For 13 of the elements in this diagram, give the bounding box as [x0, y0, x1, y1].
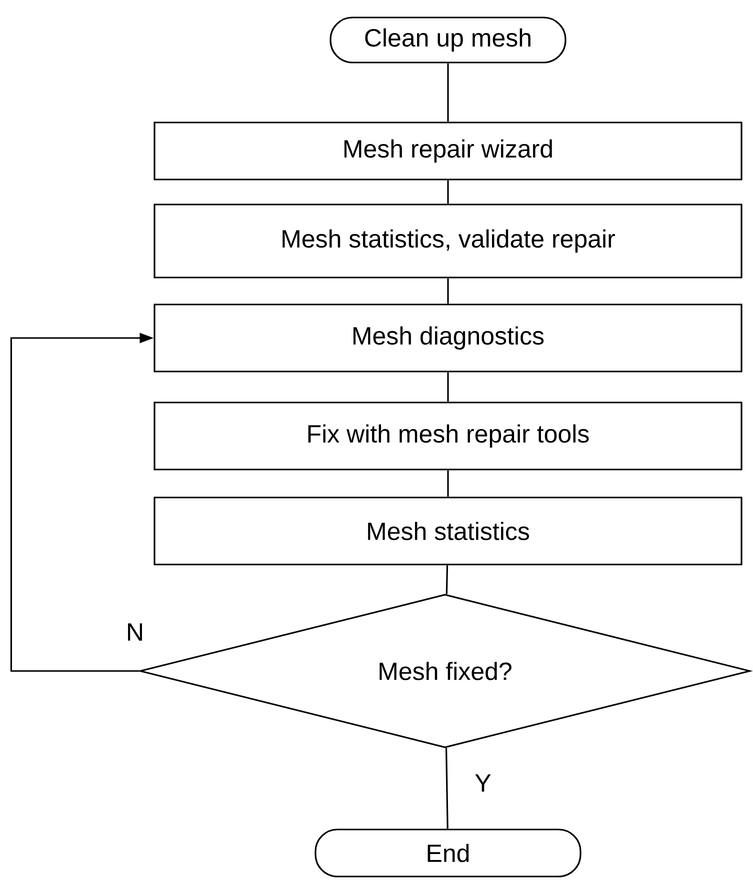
process-box: Mesh statistics, validate repair — [154, 204, 742, 278]
connector-line — [445, 748, 448, 829]
connector-line — [447, 470, 449, 497]
connector-line — [447, 372, 449, 402]
edge-label: Y — [475, 774, 491, 792]
process-box: Mesh diagnostics — [154, 304, 742, 372]
process-box: Mesh statistics — [154, 496, 742, 566]
connector-line — [447, 63, 449, 122]
process-box: Fix with mesh repair tools — [154, 402, 742, 470]
connector-line — [446, 565, 448, 594]
connector-line — [447, 180, 449, 204]
process-box: Mesh repair wizard — [154, 122, 742, 180]
connector-line — [447, 278, 449, 304]
